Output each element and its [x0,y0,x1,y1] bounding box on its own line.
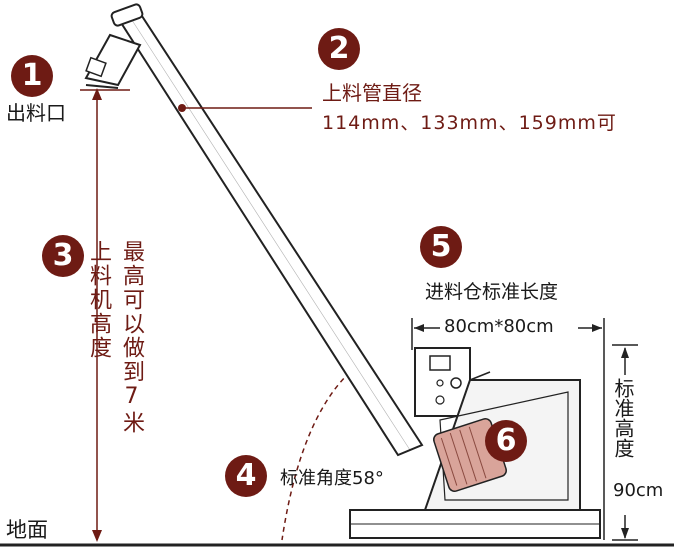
badge-6: 6 [485,420,527,462]
badge-1: 1 [11,55,53,97]
angle-arc [281,371,351,541]
inclined-tube [116,8,424,457]
badge-2: 2 [318,28,360,70]
angle-label: 标准角度58° [280,468,384,489]
height-arrow-bottom [92,530,102,542]
std-height-value: 90cm [613,480,664,501]
tube-diameter-title: 上料管直径 [322,81,422,105]
badge-5: 5 [420,226,462,268]
ground-label: 地面 [6,518,48,542]
badge-3: 3 [42,235,84,277]
control-panel-display [429,355,451,371]
lift-height-max: 最高可以做到7米 [119,240,144,435]
outlet-label: 出料口 [6,101,66,125]
hopper-length-title: 进料仓标准长度 [425,281,559,303]
std-height-title: 标准高度 [611,378,635,458]
tube-top-cap [110,3,144,27]
height-arrow-top [92,88,102,100]
tube-diameter-sizes: 114mm、133mm、159mm可 [322,112,617,134]
hopper-size-value: 80cm*80cm [444,316,554,337]
badge-4: 4 [225,455,267,497]
control-knob [450,377,462,389]
lift-height-title: 上料机高度 [86,240,111,360]
